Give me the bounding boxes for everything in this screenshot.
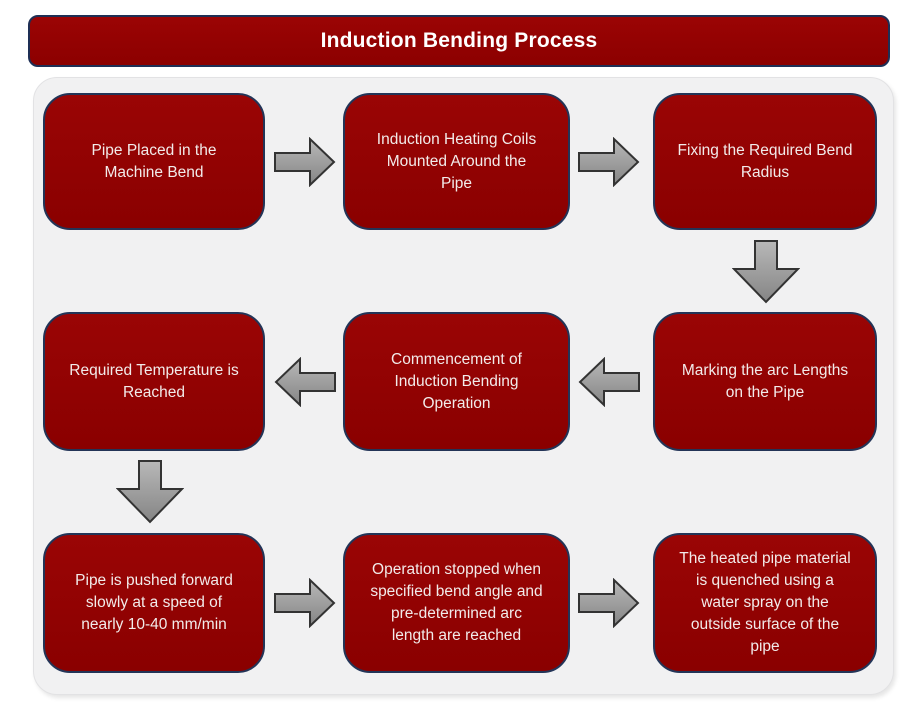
down-arrow-icon: [732, 240, 800, 304]
step-label: Pipe is pushed forward slowly at a speed…: [75, 572, 233, 633]
step-induction-coils-mounted: Induction Heating Coils Mounted Around t…: [343, 93, 570, 230]
step-label: Induction Heating Coils Mounted Around t…: [376, 130, 537, 192]
step-pipe-pushed-forward: Pipe is pushed forward slowly at a speed…: [43, 533, 265, 673]
step-required-temperature: Required Temperature is Reached: [43, 312, 265, 451]
step-fixing-bend-radius: Fixing the Required Bend Radius: [653, 93, 877, 230]
step-commencement-bending: Commencement of Induction Bending Operat…: [343, 312, 570, 451]
diagram-title: Induction Bending Process: [320, 29, 598, 52]
step-pipe-placed: Pipe Placed in the Machine Bend: [43, 93, 265, 230]
left-arrow-icon: [578, 357, 640, 407]
step-label: Operation stopped when specified bend an…: [370, 561, 543, 644]
step-pipe-quenched: The heated pipe material is quenched usi…: [653, 533, 877, 673]
step-operation-stopped: Operation stopped when specified bend an…: [343, 533, 570, 673]
right-arrow-icon: [274, 137, 336, 187]
step-label: Pipe Placed in the Machine Bend: [91, 141, 217, 181]
diagram-title-bar: Induction Bending Process: [28, 15, 890, 67]
step-marking-arc-lengths: Marking the arc Lengths on the Pipe: [653, 312, 877, 451]
down-arrow-icon: [116, 460, 184, 524]
right-arrow-icon: [578, 578, 640, 628]
step-label: Marking the arc Lengths on the Pipe: [681, 361, 849, 401]
left-arrow-icon: [274, 357, 336, 407]
step-label: Commencement of Induction Bending Operat…: [391, 350, 522, 412]
step-label: The heated pipe material is quenched usi…: [679, 550, 851, 655]
step-label: Fixing the Required Bend Radius: [677, 141, 853, 181]
right-arrow-icon: [578, 137, 640, 187]
step-label: Required Temperature is Reached: [69, 361, 239, 401]
right-arrow-icon: [274, 578, 336, 628]
